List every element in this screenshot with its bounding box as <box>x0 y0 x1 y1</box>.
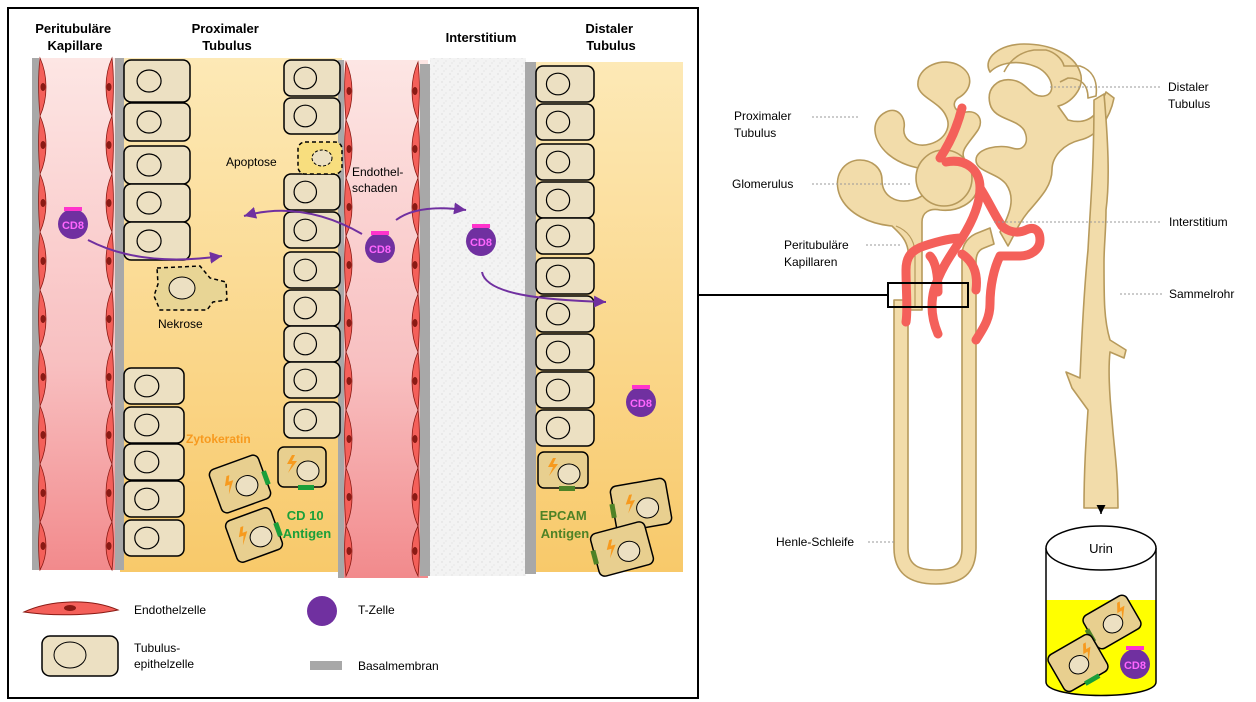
label-distal-l1: Distaler <box>1168 80 1209 94</box>
legend-endothel-label: Endothelzelle <box>134 603 206 617</box>
header-distal-l1: Distaler <box>585 21 633 36</box>
label-distal: Distaler Tubulus <box>1168 80 1212 111</box>
legend-tcell-icon <box>307 596 337 626</box>
header-proximal: Proximaler Tubulus <box>192 21 263 53</box>
tubular-cell <box>536 218 594 254</box>
label-interstitium: Interstitium <box>1169 215 1228 229</box>
cd8-label: CD8 <box>470 237 492 249</box>
legend-tubulus-l2: epithelzelle <box>134 657 194 671</box>
tubular-cell <box>124 520 184 556</box>
tubular-cell <box>124 60 190 102</box>
tubular-cell <box>124 481 184 517</box>
label-distal-l2: Tubulus <box>1168 97 1210 111</box>
header-peritubular-l2: Kapillare <box>48 38 103 53</box>
header-proximal-l2: Tubulus <box>202 38 252 53</box>
cd8-label: CD8 <box>630 398 652 410</box>
tubular-cell <box>284 174 340 210</box>
tubular-cell <box>536 410 594 446</box>
cytokeratin-label: Zytokeratin <box>186 432 251 446</box>
label-proximal-l1: Proximaler <box>734 109 791 123</box>
header-distal-l2: Tubulus <box>586 38 636 53</box>
header-peritubular-l1: Peritubuläre <box>35 21 111 36</box>
tubular-cell <box>536 66 594 102</box>
legend-tcell-label: T-Zelle <box>358 603 395 617</box>
tubular-cell <box>536 144 594 180</box>
apoptotic-nucleus <box>312 150 332 166</box>
shed-cell <box>278 447 326 490</box>
epcam-l2: Antigen <box>541 526 589 541</box>
legend-basement-icon <box>310 661 342 670</box>
cd8-label: CD8 <box>1124 660 1146 672</box>
apoptosis-label: Apoptose <box>226 155 277 169</box>
tubular-cell <box>536 334 594 370</box>
cd10-l1: CD 10 <box>287 508 324 523</box>
tubular-cell <box>536 104 594 140</box>
tubular-cell <box>284 60 340 96</box>
endothel-damage-l2: schaden <box>352 181 397 195</box>
shed-cell <box>538 452 588 491</box>
collecting-duct <box>1066 94 1126 508</box>
legend: Endothelzelle Tubulus- epithelzelle T-Ze… <box>24 596 439 676</box>
tubular-cell <box>124 368 184 404</box>
tubular-cell <box>284 290 340 326</box>
basement-membrane <box>525 62 536 574</box>
necrosis-label: Nekrose <box>158 317 203 331</box>
tubular-cell <box>124 184 190 222</box>
basement-membrane <box>420 64 430 576</box>
tubular-cell <box>124 407 184 443</box>
header-proximal-l1: Proximaler <box>192 21 259 36</box>
basement-membrane <box>115 58 124 570</box>
tubular-cell <box>124 146 190 184</box>
label-henle: Henle-Schleife <box>776 535 854 549</box>
tubular-cell <box>124 444 184 480</box>
legend-tubulus-l1: Tubulus- <box>134 641 180 655</box>
interstitium-area <box>430 58 526 576</box>
label-proximal-l2: Tubulus <box>734 126 776 140</box>
label-glomerulus: Glomerulus <box>732 177 793 191</box>
tubular-cell <box>284 212 340 248</box>
tubular-cell <box>536 372 594 408</box>
legend-basement-label: Basalmembran <box>358 659 439 673</box>
endothel-damage-l1: Endothel- <box>352 165 403 179</box>
tubular-cell <box>284 402 340 438</box>
tubular-cell <box>536 258 594 294</box>
urine-label: Urin <box>1089 541 1113 556</box>
header-interstitium: Interstitium <box>446 30 517 45</box>
label-proximal: Proximaler Tubulus <box>734 109 795 140</box>
label-peritubular: Peritubuläre Kapillaren <box>784 238 852 269</box>
cd8-label: CD8 <box>62 220 84 232</box>
cd10-l2: Antigen <box>283 526 331 541</box>
basement-membrane <box>32 58 39 570</box>
header-peritubular: Peritubuläre Kapillare <box>35 21 114 53</box>
legend-tubulus-label: Tubulus- epithelzelle <box>134 641 194 671</box>
nephron <box>837 44 1126 584</box>
epcam-l1: EPCAM <box>540 508 587 523</box>
cd8-label: CD8 <box>369 244 391 256</box>
tubular-cell <box>284 98 340 134</box>
tubular-cell <box>124 222 190 260</box>
tubular-cell <box>284 326 340 362</box>
header-distal: Distaler Tubulus <box>585 21 636 53</box>
tubular-cell <box>284 252 340 288</box>
label-peritubular-l2: Kapillaren <box>784 255 837 269</box>
tubular-cell <box>536 182 594 218</box>
tubular-cell <box>124 103 190 141</box>
necrotic-nucleus <box>169 277 195 299</box>
label-collecting: Sammelrohr <box>1169 287 1234 301</box>
label-peritubular-l1: Peritubuläre <box>784 238 849 252</box>
tubular-cell <box>284 362 340 398</box>
